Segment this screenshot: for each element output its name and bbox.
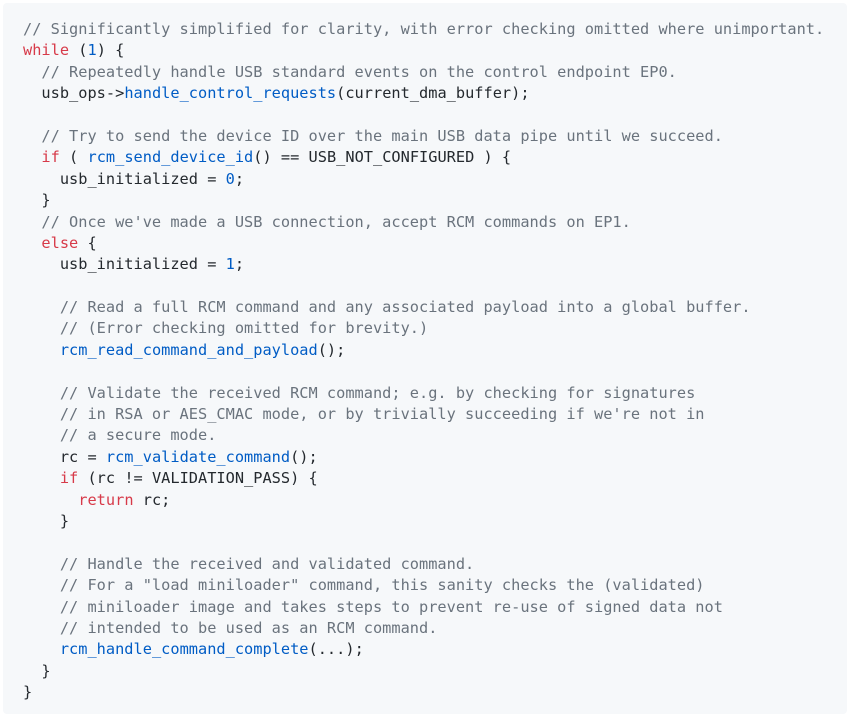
code-text: }: [23, 683, 33, 702]
code-line: rcm_handle_command_complete(...);: [23, 639, 847, 660]
code-line: // (Error checking omitted for brevity.): [23, 318, 847, 339]
code-function: rcm_send_device_id: [87, 148, 254, 167]
code-line: [23, 105, 847, 126]
code-line: }: [23, 511, 847, 532]
code-text: ;: [234, 255, 245, 274]
code-text: [23, 148, 41, 166]
code-comment: // Validate the received RCM command; e.…: [23, 383, 696, 402]
code-text: [23, 491, 78, 509]
code-line: // intended to be used as an RCM command…: [23, 618, 847, 639]
code-line: }: [23, 190, 847, 211]
code-keyword: if: [41, 148, 60, 167]
code-line: [23, 276, 847, 297]
code-number: 1: [87, 41, 97, 60]
code-line: usb_ops->handle_control_requests(current…: [23, 83, 847, 104]
code-function: rcm_validate_command: [105, 447, 291, 466]
code-function: rcm_handle_command_complete: [59, 640, 309, 659]
code-text: ();: [317, 340, 346, 359]
code-keyword: else: [41, 233, 79, 252]
code-text: ();: [290, 447, 318, 466]
code-line: [23, 361, 847, 382]
code-line: while (1) {: [23, 40, 847, 61]
code-line: return rc;: [23, 490, 847, 511]
code-text: }: [23, 191, 51, 210]
code-comment: // Try to send the device ID over the ma…: [23, 126, 723, 145]
code-line: }: [23, 682, 847, 703]
code-text: usb_ops->: [23, 84, 125, 103]
code-line: usb_initialized = 0;: [23, 169, 847, 190]
code-line: }: [23, 661, 847, 682]
code-text: (rc != VALIDATION_PASS) {: [78, 469, 318, 488]
code-comment: // Significantly simplified for clarity,…: [23, 20, 825, 38]
code-text: [23, 341, 60, 359]
code-line: rcm_read_command_and_payload();: [23, 340, 847, 361]
code-text: (: [59, 148, 88, 167]
code-keyword: if: [59, 469, 79, 488]
code-line: // Handle the received and validated com…: [23, 554, 847, 575]
code-comment: // (Error checking omitted for brevity.): [23, 319, 429, 338]
code-text: (...);: [308, 640, 364, 659]
code-comment: // Once we've made a USB connection, acc…: [23, 212, 631, 231]
code-function: rcm_read_command_and_payload: [59, 340, 318, 359]
code-comment: // Repeatedly handle USB standard events…: [23, 62, 677, 81]
code-text: ;: [234, 169, 245, 188]
code-text: }: [23, 511, 70, 530]
code-line: // Repeatedly handle USB standard events…: [23, 62, 847, 83]
code-lines: // Significantly simplified for clarity,…: [23, 19, 847, 704]
code-text: rc =: [23, 447, 106, 466]
code-text: (current_dma_buffer);: [336, 84, 530, 103]
code-line: if ( rcm_send_device_id() == USB_NOT_CON…: [23, 147, 847, 168]
code-comment: // intended to be used as an RCM command…: [23, 618, 438, 637]
code-block: // Significantly simplified for clarity,…: [3, 3, 847, 714]
code-line: rc = rcm_validate_command();: [23, 447, 847, 468]
code-function: handle_control_requests: [124, 84, 337, 103]
code-line: // a secure mode.: [23, 425, 847, 446]
code-text: rc;: [133, 490, 171, 509]
code-text: }: [23, 661, 51, 680]
code-comment: // For a "load miniloader" command, this…: [23, 576, 705, 595]
code-text: ) {: [96, 41, 125, 60]
code-line: // Validate the received RCM command; e.…: [23, 383, 847, 404]
code-line: // miniloader image and takes steps to p…: [23, 597, 847, 618]
code-line: if (rc != VALIDATION_PASS) {: [23, 468, 847, 489]
code-text: usb_initialized =: [23, 169, 226, 188]
code-line: usb_initialized = 1;: [23, 254, 847, 275]
code-comment: // a secure mode.: [23, 426, 217, 445]
code-comment: // Read a full RCM command and any assoc…: [23, 298, 751, 317]
code-comment: // Handle the received and validated com…: [23, 554, 475, 573]
code-text: usb_initialized =: [23, 255, 226, 274]
code-line: [23, 532, 847, 553]
code-line: // For a "load miniloader" command, this…: [23, 575, 847, 596]
code-line: // in RSA or AES_CMAC mode, or by trivia…: [23, 404, 847, 425]
code-number: 0: [225, 169, 235, 188]
code-text: (: [69, 41, 88, 60]
code-line: else {: [23, 233, 847, 254]
code-text: [23, 234, 41, 252]
code-text: [23, 640, 60, 658]
code-keyword: return: [78, 490, 134, 509]
code-text: [23, 469, 60, 487]
code-text: {: [78, 233, 97, 252]
code-line: // Read a full RCM command and any assoc…: [23, 297, 847, 318]
code-line: // Significantly simplified for clarity,…: [23, 19, 847, 40]
code-line: // Try to send the device ID over the ma…: [23, 126, 847, 147]
code-comment: // in RSA or AES_CMAC mode, or by trivia…: [23, 405, 705, 424]
code-number: 1: [225, 255, 235, 274]
code-comment: // miniloader image and takes steps to p…: [23, 597, 723, 616]
code-line: // Once we've made a USB connection, acc…: [23, 212, 847, 233]
code-text: () == USB_NOT_CONFIGURED ) {: [253, 148, 512, 167]
code-keyword: while: [23, 41, 70, 60]
